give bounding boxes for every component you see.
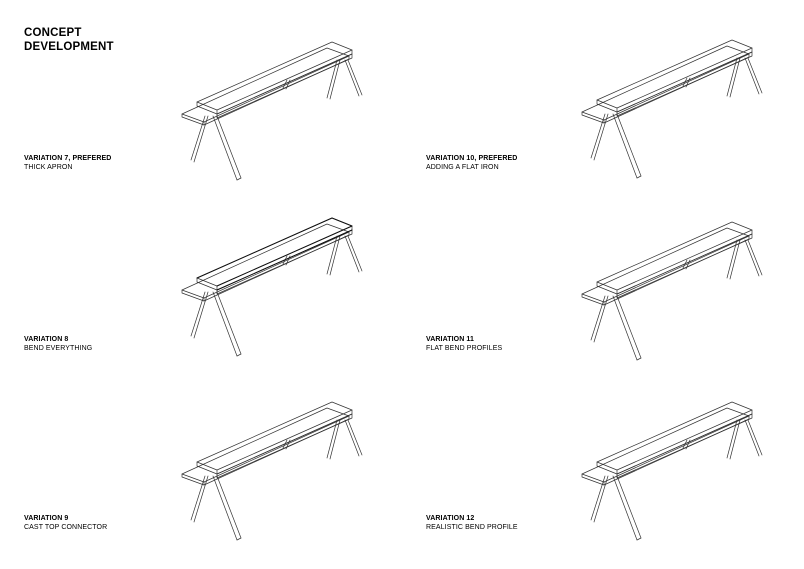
caption-subtitle: ADDING A FLAT IRON: [426, 164, 499, 171]
caption-variation-11: VARIATION 11 FLAT BEND PROFILES: [426, 335, 502, 353]
page-title-line-1: CONCEPT: [24, 27, 82, 39]
page-title-line-2: DEVELOPMENT: [24, 41, 114, 53]
caption-title: VARIATION 8: [24, 336, 69, 343]
drawing-variation-8: [181, 217, 363, 357]
caption-subtitle: BEND EVERYTHING: [24, 345, 93, 352]
drawing-variation-9: [181, 401, 363, 541]
caption-title: VARIATION 12: [426, 515, 475, 522]
caption-variation-7: VARIATION 7, PREFERED THICK APRON: [24, 154, 111, 172]
caption-variation-8: VARIATION 8 BEND EVERYTHING: [24, 335, 92, 353]
caption-subtitle: CAST TOP CONNECTOR: [24, 524, 108, 531]
caption-subtitle: THICK APRON: [24, 164, 73, 171]
caption-title: VARIATION 7, PREFERED: [24, 155, 112, 162]
caption-title: VARIATION 11: [426, 336, 475, 343]
drawing-variation-12: [581, 401, 763, 541]
caption-subtitle: FLAT BEND PROFILES: [426, 345, 503, 352]
caption-variation-9: VARIATION 9 CAST TOP CONNECTOR: [24, 514, 107, 532]
caption-title: VARIATION 9: [24, 515, 69, 522]
drawing-variation-10: [581, 39, 763, 179]
caption-variation-12: VARIATION 12 REALISTIC BEND PROFILE: [426, 514, 518, 532]
caption-title: VARIATION 10, PREFERED: [426, 155, 518, 162]
caption-variation-10: VARIATION 10, PREFERED ADDING A FLAT IRO…: [426, 154, 517, 172]
drawing-variation-11: [581, 221, 763, 361]
caption-subtitle: REALISTIC BEND PROFILE: [426, 524, 518, 531]
drawing-variation-7: [181, 41, 363, 181]
page-title: CONCEPT DEVELOPMENT: [24, 26, 114, 54]
